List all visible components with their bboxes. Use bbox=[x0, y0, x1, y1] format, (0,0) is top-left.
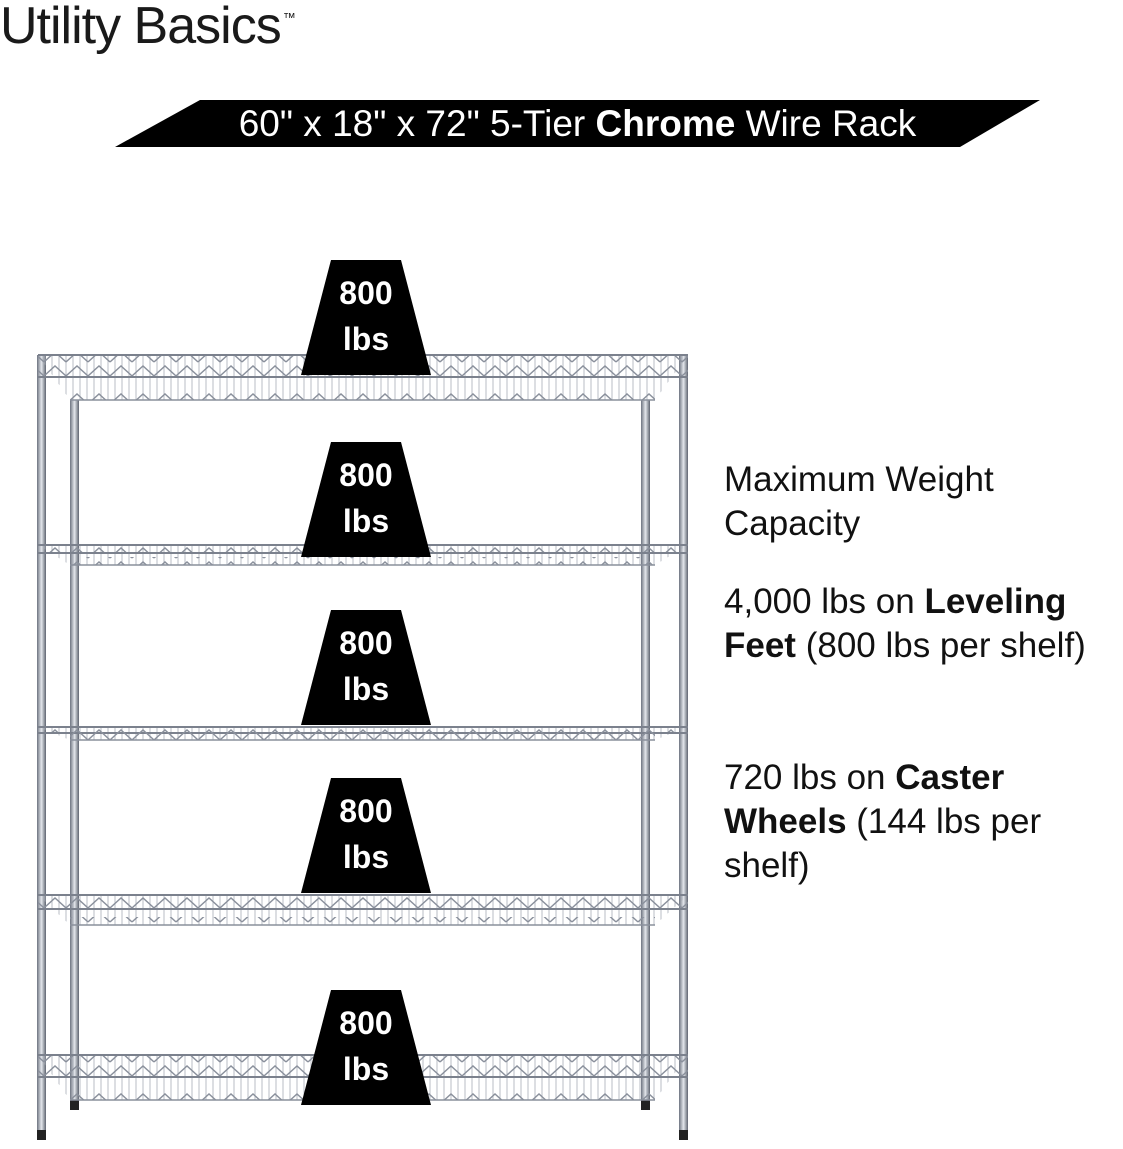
rack-post bbox=[37, 355, 46, 1140]
rack-post bbox=[679, 355, 688, 1140]
weight-unit: lbs bbox=[342, 503, 390, 539]
weight-value: 800 bbox=[339, 457, 393, 493]
shelf-front-truss bbox=[38, 727, 688, 733]
leveling-foot bbox=[70, 1100, 79, 1110]
title-prefix: 60" x 18" x 72" 5-Tier bbox=[238, 103, 596, 144]
weight-value: 800 bbox=[339, 625, 393, 661]
weight-unit: lbs bbox=[342, 1051, 390, 1087]
weight-badge bbox=[301, 778, 431, 893]
product-title: 60" x 18" x 72" 5-Tier Chrome Wire Rack bbox=[115, 101, 1040, 147]
shelf-back-truss bbox=[70, 732, 655, 740]
title-banner bbox=[115, 100, 1040, 147]
weight-value: 800 bbox=[339, 275, 393, 311]
weight-badge bbox=[301, 260, 431, 375]
capacity-leveling-feet: 4,000 lbs on Leveling Feet (800 lbs per … bbox=[724, 580, 1123, 668]
shelf-back-truss bbox=[70, 917, 655, 925]
weight-value: 800 bbox=[339, 793, 393, 829]
title-bold: Chrome bbox=[595, 103, 736, 144]
leveling-prefix: 4,000 lbs on bbox=[724, 582, 925, 621]
leveling-bold: Leveling Feet bbox=[724, 582, 1067, 665]
wire-shelf bbox=[38, 726, 688, 741]
shelf-back-truss bbox=[70, 392, 655, 400]
weight-unit: lbs bbox=[342, 321, 390, 357]
weight-unit: lbs bbox=[342, 839, 390, 875]
shelf-back-truss bbox=[70, 557, 655, 565]
weight-value: 800 bbox=[339, 1005, 393, 1041]
brand-name: Utility Basics bbox=[0, 0, 282, 55]
weight-badge-label: 800 lbs bbox=[301, 270, 431, 362]
capacity-caster-wheels: 720 lbs on Caster Wheels (144 lbs per sh… bbox=[724, 756, 1104, 888]
shelf-front-truss bbox=[38, 895, 688, 909]
casters-suffix: (144 lbs per shelf) bbox=[724, 802, 1042, 885]
weight-badge-label: 800 lbs bbox=[301, 788, 431, 880]
leveling-foot bbox=[37, 1130, 46, 1140]
title-suffix: Wire Rack bbox=[735, 103, 917, 144]
casters-bold: Caster Wheels bbox=[724, 758, 1005, 841]
trademark: ™ bbox=[282, 10, 296, 25]
weight-badge bbox=[301, 990, 431, 1105]
rack-post bbox=[70, 400, 79, 1110]
casters-prefix: 720 lbs on bbox=[724, 758, 896, 797]
wire-shelf bbox=[38, 894, 688, 926]
leveling-foot bbox=[641, 1100, 650, 1110]
capacity-heading: Maximum Weight Capacity bbox=[724, 460, 994, 543]
weight-badge bbox=[301, 610, 431, 725]
leveling-suffix: (800 lbs per shelf) bbox=[795, 626, 1086, 665]
weight-badge bbox=[301, 442, 431, 557]
weight-badge-label: 800 lbs bbox=[301, 452, 431, 544]
weight-badge-label: 800 lbs bbox=[301, 620, 431, 712]
wire-shelf bbox=[38, 354, 688, 401]
rack-post bbox=[641, 400, 650, 1110]
leveling-foot bbox=[679, 1130, 688, 1140]
weight-badge-label: 800 lbs bbox=[301, 1000, 431, 1092]
weight-unit: lbs bbox=[342, 671, 390, 707]
